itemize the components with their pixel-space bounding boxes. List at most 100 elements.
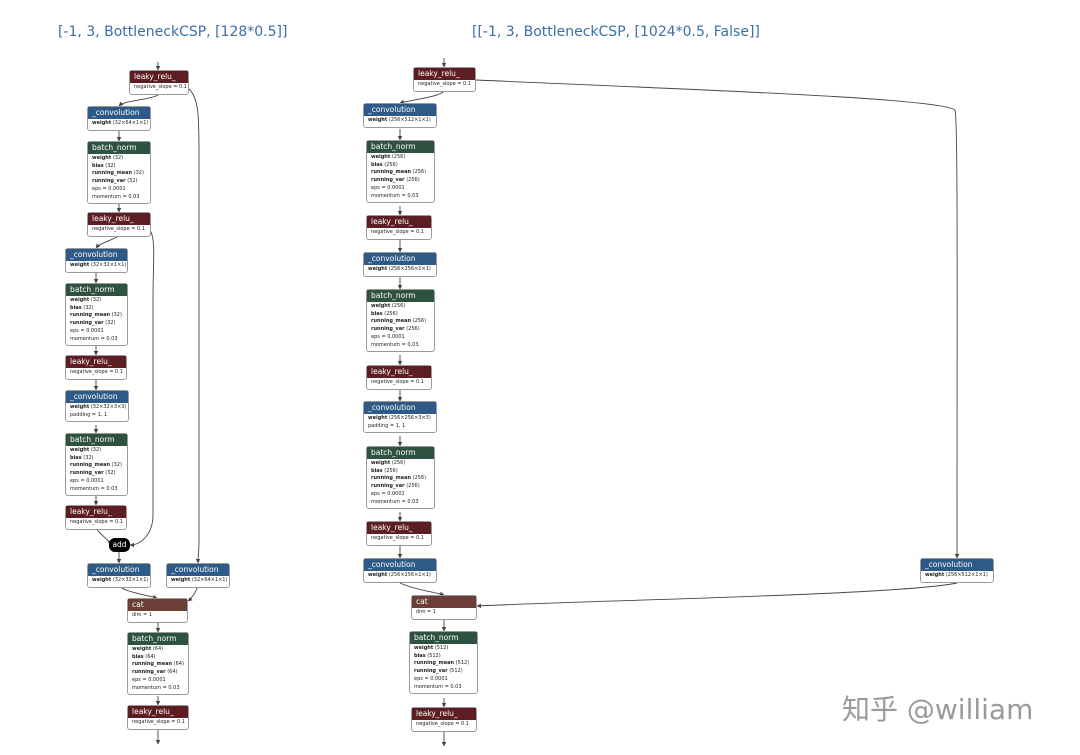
edge-arrow	[399, 90, 445, 104]
node-title: leaky_relu_	[412, 708, 476, 720]
node-param: running_mean (256)	[371, 318, 427, 325]
node-param: momentum = 0.03	[371, 192, 419, 199]
node-title: leaky_relu_	[367, 522, 431, 534]
edge-arrow	[476, 582, 958, 609]
node-param: running_mean (256)	[371, 475, 427, 482]
node-param: running_var (32)	[70, 320, 116, 327]
node-param: eps = 0.0001	[70, 327, 104, 334]
edge-arrow	[118, 585, 158, 600]
node-param: bias (32)	[70, 304, 94, 311]
node-leaky-relu: leaky_relu_negative_slope = 0.1	[65, 355, 127, 380]
node-param: weight (32×64×1×1)	[171, 577, 228, 583]
node-param: bias (64)	[132, 653, 156, 660]
node-title: leaky_relu_	[414, 68, 475, 80]
node-param: weight (256)	[371, 303, 406, 309]
watermark: 知乎 @william	[842, 693, 1034, 726]
edge-arrow	[95, 235, 120, 249]
node-param: running_var (256)	[371, 483, 420, 490]
node-title: batch_norm	[66, 434, 127, 446]
node-param: running_mean (32)	[92, 170, 144, 177]
edge-arrow	[95, 527, 113, 546]
node-param: running_var (256)	[371, 326, 420, 333]
node-param: running_var (256)	[371, 177, 420, 184]
node-title: batch_norm	[367, 447, 434, 459]
node-param: weight (512)	[414, 645, 449, 651]
node-param: weight (32)	[70, 297, 102, 303]
node-title: batch_norm	[88, 142, 150, 154]
node-param: running_mean (256)	[371, 169, 427, 176]
node-param: eps = 0.0001	[70, 477, 104, 484]
node-param: eps = 0.0001	[371, 490, 405, 497]
node-param: weight (32×64×1×1)	[92, 120, 149, 126]
node-param: eps = 0.0001	[132, 676, 166, 683]
node-param: weight (32×32×3×3)	[70, 404, 127, 410]
node-param: momentum = 0.03	[70, 485, 118, 492]
node-param: dim = 1	[132, 612, 152, 618]
edge-arrow	[399, 582, 445, 596]
node-title: leaky_relu_	[66, 356, 126, 368]
diagram-title-left: [-1, 3, BottleneckCSP, [128*0.5]]	[58, 24, 288, 40]
node-param: negative_slope = 0.1	[416, 721, 469, 727]
node-title: _convolution	[167, 564, 229, 576]
node-param: running_mean (512)	[414, 660, 470, 667]
node-param: weight (256×256×3×3)	[368, 415, 431, 421]
node-title: _convolution	[364, 559, 436, 571]
node-param: weight (256×256×1×1)	[368, 572, 431, 578]
node-param: weight (256×256×1×1)	[368, 266, 431, 272]
node-title: leaky_relu_	[66, 506, 126, 518]
node-leaky-relu: leaky_relu_negative_slope = 0.1	[413, 67, 476, 92]
node-title: batch_norm	[367, 290, 434, 302]
node-param: running_var (512)	[414, 668, 463, 675]
node-title: batch_norm	[367, 141, 434, 153]
node-param: padding = 1, 1	[368, 422, 406, 429]
node-leaky-relu: leaky_relu_negative_slope = 0.1	[129, 70, 189, 95]
node-param: weight (64)	[132, 646, 164, 652]
node-param: padding = 1, 1	[70, 411, 108, 418]
node-param: weight (256)	[371, 460, 406, 466]
node-param: running_mean (32)	[70, 462, 122, 469]
node-param: weight (256×512×1×1)	[925, 572, 988, 578]
node-title: leaky_relu_	[128, 706, 188, 718]
node-param: running_var (32)	[92, 178, 138, 185]
node-leaky-relu: leaky_relu_negative_slope = 0.1	[411, 707, 477, 732]
node-leaky-relu: leaky_relu_negative_slope = 0.1	[366, 365, 432, 390]
node-param: negative_slope = 0.1	[132, 719, 185, 725]
node-param: momentum = 0.03	[371, 498, 419, 505]
node-title: leaky_relu_	[367, 366, 431, 378]
node-param: momentum = 0.03	[414, 683, 462, 690]
node-param: weight (32)	[70, 447, 102, 453]
node-title: leaky_relu_	[130, 71, 188, 83]
node-title: leaky_relu_	[88, 213, 150, 225]
node-param: weight (32)	[92, 155, 124, 161]
node-param: dim = 1	[416, 609, 436, 615]
node-param: negative_slope = 0.1	[70, 519, 123, 525]
node-title: _convolution	[66, 391, 128, 403]
node-title: _convolution	[88, 107, 150, 119]
node-param: momentum = 0.03	[132, 684, 180, 691]
node-param: bias (32)	[92, 162, 116, 169]
node-param: negative_slope = 0.1	[371, 229, 424, 235]
node-param: negative_slope = 0.1	[371, 535, 424, 541]
node-add: add	[109, 538, 130, 552]
node-title: _convolution	[66, 249, 127, 261]
node-leaky-relu: leaky_relu_negative_slope = 0.1	[366, 521, 432, 546]
edge-arrow	[129, 229, 155, 548]
edge-arrow	[475, 79, 960, 559]
node-param: running_var (64)	[132, 669, 178, 676]
